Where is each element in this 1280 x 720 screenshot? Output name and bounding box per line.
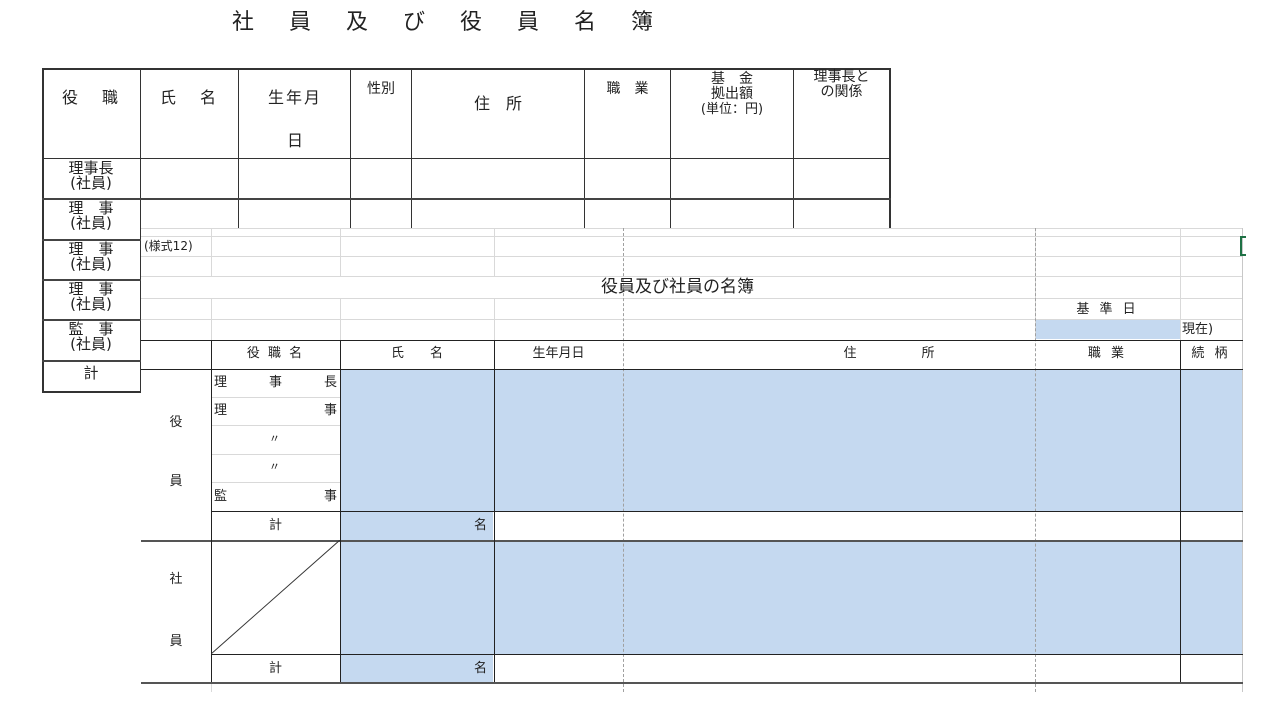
officer-total-input[interactable] (340, 511, 493, 540)
back-row-label: 監 事(社員) (68, 320, 114, 353)
back-row-label: 理 事(社員) (68, 240, 114, 273)
back-header-occupation: 職 業 (606, 81, 649, 97)
back-row-label-total: 計 (83, 364, 99, 382)
back-header-relation-1: 理事長と (813, 69, 870, 85)
members-group-label-2: 員 (169, 634, 183, 649)
officers-group-label-1: 役 (169, 415, 183, 430)
header-birth: 生年月日 (532, 346, 585, 361)
member-total-input[interactable] (340, 654, 493, 682)
back-header-fund: 基 金 拠出額 (単位：円) (671, 71, 793, 118)
back-header-fund-2: 拠出額 (711, 86, 753, 102)
officers-total-unit: 名 (474, 518, 488, 533)
base-date-label: 基 準 日 (1076, 302, 1139, 317)
back-header-fund-1: 基 金 (711, 71, 753, 87)
header-occupation: 職 業 (1087, 346, 1128, 361)
diagonal-slash (211, 540, 341, 654)
header-position-name: 役 職 名 (246, 346, 305, 361)
header-relationship: 続 柄 (1191, 346, 1231, 361)
front-sheet: (様式12) 役員及び社員の名簿 基 準 日 現在) 役 職 名 氏 名 生年月… (141, 228, 1246, 692)
as-of-suffix: 現在) (1182, 322, 1214, 337)
back-header-relation: 理事長と の関係 (794, 70, 889, 100)
header-address: 住 所 (843, 346, 935, 361)
form-number: (様式12) (144, 239, 193, 253)
member-input-area[interactable] (340, 540, 1243, 654)
officer-input-area[interactable] (340, 369, 1243, 511)
header-name: 氏 名 (390, 346, 443, 361)
base-date-input[interactable] (1035, 319, 1180, 339)
back-header-position: 役 職 (61, 88, 122, 107)
back-row-label: 理事長(社員) (68, 159, 114, 192)
front-sheet-title: 役員及び社員の名簿 (601, 277, 754, 297)
back-header-address: 住 所 (473, 94, 522, 113)
officers-total-label: 計 (268, 518, 282, 533)
back-header-fund-3: (単位：円) (700, 102, 764, 117)
members-total-unit: 名 (474, 661, 488, 676)
back-header-gender: 性別 (367, 81, 395, 97)
back-row-label: 理 事(社員) (68, 199, 114, 232)
back-sheet-title: 社 員 及 び 役 員 名 簿 (232, 10, 667, 35)
back-header-birth-1: 生年月 (267, 88, 322, 107)
officers-group-label-2: 員 (169, 474, 183, 489)
back-row-label: 理 事(社員) (68, 280, 114, 313)
back-header-name: 氏 名 (159, 88, 220, 107)
members-group-label-1: 社 (169, 572, 183, 587)
members-total-label: 計 (268, 661, 282, 676)
back-header-relation-2: の関係 (820, 84, 863, 100)
back-header-birth-2: 日 (286, 131, 303, 150)
active-cell-indicator[interactable] (1240, 236, 1246, 256)
back-table (42, 68, 891, 392)
